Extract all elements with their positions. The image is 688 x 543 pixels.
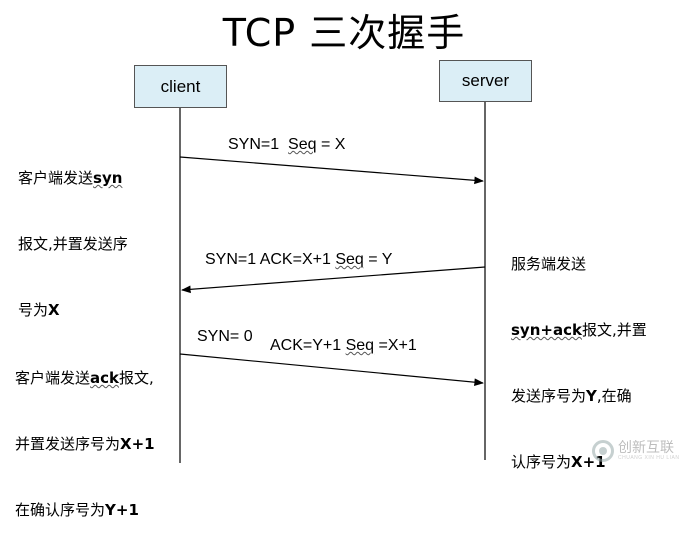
client-note-ack: 客户端发送ack报文, 并置发送序号为X+1 在确认序号为Y+1 <box>15 369 155 519</box>
server-label: server <box>461 71 510 90</box>
syn-ack-message-label: SYN=1 ACK=X+1 Seq = Y <box>205 251 393 268</box>
ack-message-label-part2: ACK=Y+1 Seq =X+1 <box>270 337 417 354</box>
syn-message-label: SYN=1 Seq = X <box>228 136 346 153</box>
watermark-icon <box>592 440 614 462</box>
ack-message-label-part1: SYN= 0 <box>197 328 253 345</box>
server-box: server <box>439 60 532 102</box>
server-note-syn-ack: 服务端发送 syn+ack报文,并置 发送序号为Y,在确 认序号为X+1 <box>511 255 647 471</box>
client-label: client <box>160 76 201 96</box>
watermark-text: 创新互联 <box>618 440 674 456</box>
syn-ack-arrow <box>181 266 486 294</box>
client-box: client <box>134 65 227 108</box>
sequence-lines <box>179 101 486 463</box>
client-note-syn: 客户端发送syn 报文,并置发送序 号为X <box>18 169 128 319</box>
watermark-logo: 创新互联 CHUANG XIN HU LIAN <box>592 440 680 462</box>
ack-arrow <box>179 353 484 386</box>
watermark-subtext: CHUANG XIN HU LIAN <box>618 455 680 461</box>
diagram-title: TCP 三次握手 <box>222 11 466 55</box>
syn-arrow <box>179 156 484 185</box>
